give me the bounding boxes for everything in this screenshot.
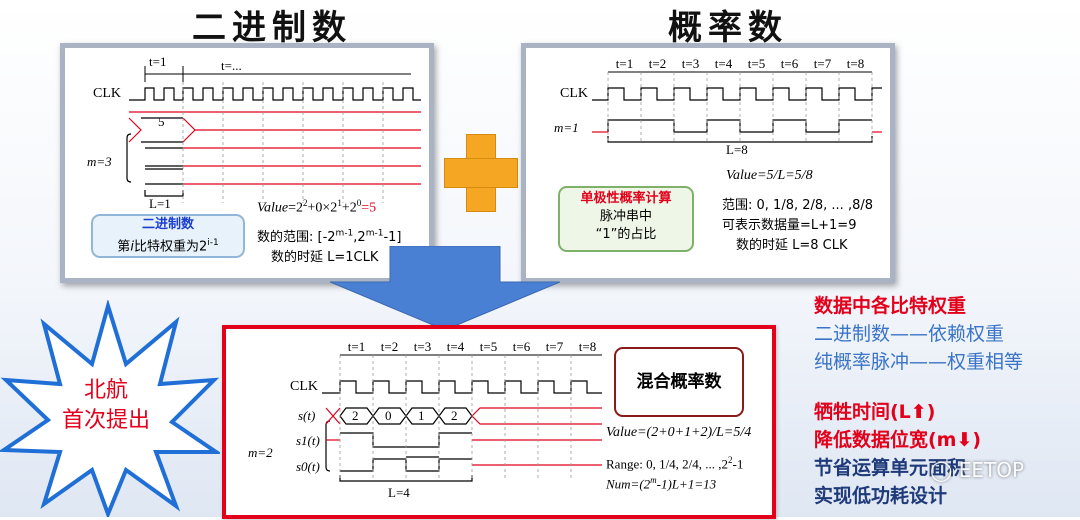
binary-l-label: L=1 xyxy=(149,196,171,211)
probabilistic-tick-label: t=3 xyxy=(681,56,700,71)
mixed-value-formula: Value=(2+0+1+2)/L=5/4 xyxy=(606,425,752,440)
mixed-panel: t=1 t=2 t=3 t=4 t=5 t=6 t=7 t=8 CLK s(t)… xyxy=(222,325,776,519)
mixed-clk-label: CLK xyxy=(290,379,318,394)
starburst-line1: 北航 xyxy=(84,378,129,403)
mixed-tick-label: t=7 xyxy=(545,339,564,354)
watermark: ◯ EETOP xyxy=(930,458,1024,482)
probabilistic-info-line2: 脉冲串中 xyxy=(599,209,652,224)
mixed-title: 混合概率数 xyxy=(636,372,722,392)
mixed-tick-label: t=1 xyxy=(347,339,366,354)
probabilistic-l-label: L=8 xyxy=(726,142,748,157)
probabilistic-clk-label: CLK xyxy=(560,86,588,101)
probabilistic-tick-row: t=1 t=2 t=3 t=4 t=5 t=6 t=7 t=8 xyxy=(608,56,872,72)
probabilistic-tick-label: t=1 xyxy=(615,56,634,71)
probabilistic-info-box: 单极性概率计算 脉冲串中 “1”的占比 xyxy=(558,186,694,252)
plus-icon xyxy=(444,134,518,212)
binary-range-text: 数的范围: [-2m-1,2m-1-1] xyxy=(257,228,402,245)
binary-info-body: 第i比特权重为2i-1 xyxy=(117,238,219,255)
probabilistic-tick-label: t=5 xyxy=(747,56,766,71)
chat-bubble-icon: ◯ xyxy=(930,458,953,482)
benefit-line1: 节省运算单元面积 xyxy=(814,457,967,479)
binary-clk-label: CLK xyxy=(93,86,121,101)
mixed-tick-label: t=5 xyxy=(479,339,498,354)
binary-info-title: 二进制数 xyxy=(141,217,194,232)
weights-line1: 二进制数——依赖权重 xyxy=(814,323,1005,345)
mixed-tick-label: t=6 xyxy=(512,339,531,354)
binary-value-formula: Value=22+0×21+20=5 xyxy=(257,198,377,216)
mixed-tick-label: t=4 xyxy=(446,339,465,354)
probabilistic-range-text: 范围: 0, 1/8, 2/8, ... ,8/8 xyxy=(722,198,874,213)
mixed-s0-label: s0(t) xyxy=(296,459,320,474)
mixed-m-label: m=2 xyxy=(248,445,273,460)
mixed-symbol: 2 xyxy=(451,408,458,423)
binary-m-label: m=3 xyxy=(87,154,112,169)
mixed-l-label: L=4 xyxy=(388,485,410,500)
sidebar-panel: 数据中各比特权重 二进制数——依赖权重 纯概率脉冲——权重相等 牺牲时间(L⬆)… xyxy=(814,292,1076,510)
binary-tick-tdots: t=... xyxy=(221,58,242,73)
probabilistic-tick-label: t=6 xyxy=(780,56,799,71)
binary-info-box: 二进制数 第i比特权重为2i-1 xyxy=(91,214,245,258)
probabilistic-title: 概率数 xyxy=(668,8,788,48)
binary-title: 二进制数 xyxy=(192,8,352,48)
probabilistic-timing-diagram xyxy=(592,71,882,143)
mixed-symbol: 2 xyxy=(352,408,359,423)
probabilistic-panel: t=1 t=2 t=3 t=4 t=5 t=6 t=7 t=8 CLK m=1 … xyxy=(521,43,895,283)
mixed-num-text: Num=(2m-1)L+1=13 xyxy=(606,475,717,492)
starburst-badge xyxy=(0,300,220,517)
mixed-tick-label: t=8 xyxy=(578,339,597,354)
down-arrow-icon xyxy=(330,246,560,330)
probabilistic-tick-label: t=8 xyxy=(846,56,865,71)
probabilistic-info-title: 单极性概率计算 xyxy=(580,191,672,206)
tradeoff-line2: 降低数据位宽(m⬇) xyxy=(814,429,982,451)
probabilistic-tick-label: t=4 xyxy=(714,56,733,71)
weights-title: 数据中各比特权重 xyxy=(814,295,967,317)
probabilistic-latency-text: 数的时延 L=8 CLK xyxy=(736,238,848,253)
mixed-symbol: 0 xyxy=(385,408,392,423)
probabilistic-value-formula: Value=5/L=5/8 xyxy=(726,168,813,183)
starburst-line2: 首次提出 xyxy=(62,408,151,433)
binary-latency-text: 数的时延 L=1CLK xyxy=(271,250,379,265)
binary-value-box: 5 xyxy=(158,114,165,129)
mixed-s1-label: s1(t) xyxy=(296,433,320,448)
benefit-line2: 实现低功耗设计 xyxy=(814,485,948,507)
binary-timing-diagram xyxy=(126,66,421,203)
tradeoff-line1: 牺牲时间(L⬆) xyxy=(814,401,936,423)
probabilistic-count-text: 可表示数据量=L+1=9 xyxy=(722,218,857,233)
probabilistic-info-line3: “1”的占比 xyxy=(595,227,657,242)
mixed-tick-label: t=2 xyxy=(380,339,399,354)
binary-tick-t1: t=1 xyxy=(149,54,167,69)
mixed-title-box: 混合概率数 xyxy=(614,347,744,417)
weights-line2: 纯概率脉冲——权重相等 xyxy=(814,351,1024,373)
mixed-timing-diagram xyxy=(322,354,602,482)
mixed-range-text: Range: 0, 1/4, 2/4, ... ,22-1 xyxy=(606,455,744,472)
probabilistic-tick-label: t=2 xyxy=(648,56,667,71)
probabilistic-tick-label: t=7 xyxy=(813,56,832,71)
mixed-symbol: 1 xyxy=(418,408,425,423)
mixed-tick-label: t=3 xyxy=(413,339,432,354)
probabilistic-m-label: m=1 xyxy=(554,120,579,135)
watermark-text: EETOP xyxy=(958,458,1025,482)
binary-panel: t=1 t=... CLK 5 m=3 L=1 二进制数 第i比特权重为2i-1… xyxy=(60,43,434,283)
mixed-s-label: s(t) xyxy=(298,408,316,423)
mixed-tick-row: t=1 t=2 t=3 t=4 t=5 t=6 t=7 t=8 xyxy=(340,339,604,355)
